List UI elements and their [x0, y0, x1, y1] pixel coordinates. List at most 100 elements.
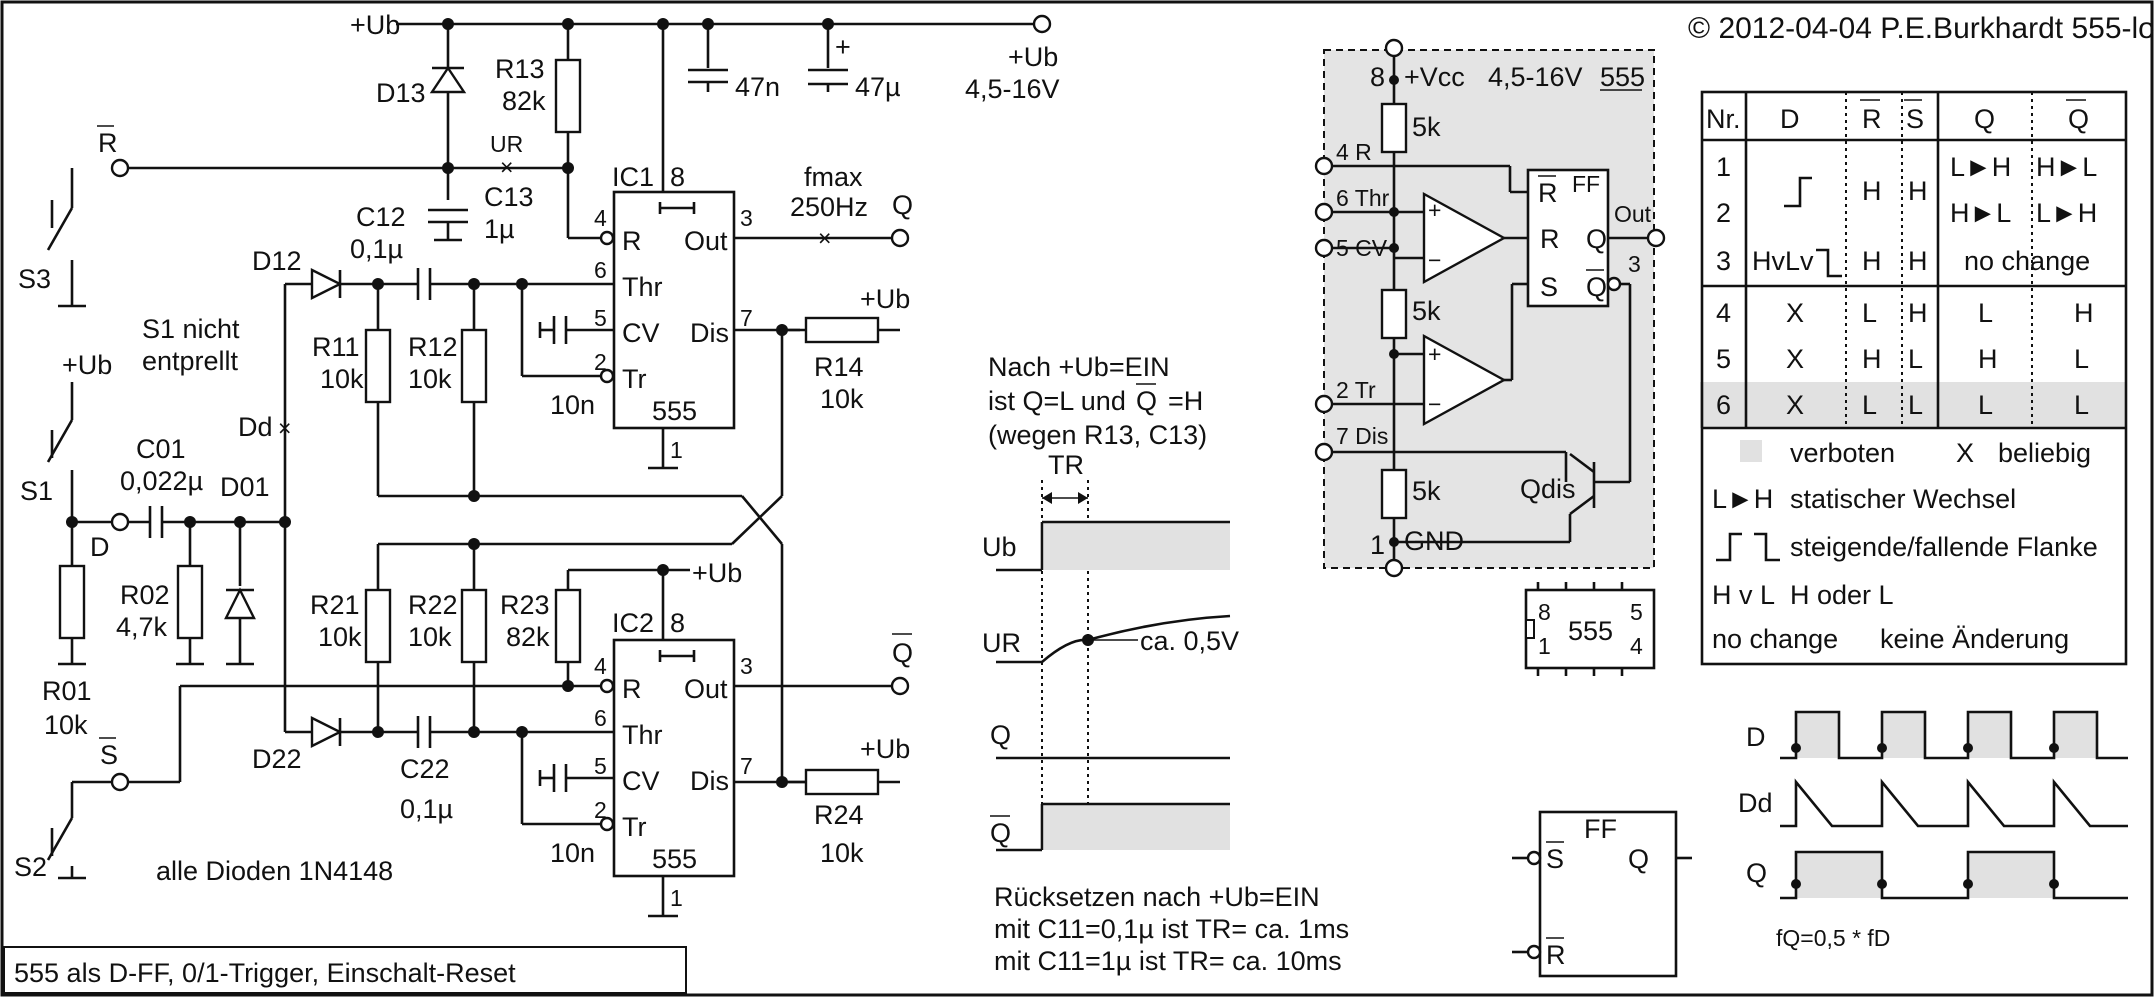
- tt-r2-q: H►L: [1950, 198, 2011, 228]
- cap-47u-label: 47µ: [855, 72, 901, 102]
- tt-rising-edge: [1784, 176, 1812, 208]
- wave-q-shade: [1968, 852, 2054, 898]
- int-pin8: 8: [1370, 62, 1385, 92]
- s1-note-1: S1 nicht: [142, 314, 240, 344]
- input-network: +Ub S1 D C01 0,022µ D01 R01 10k R02 4,7k: [20, 350, 285, 740]
- q-out-label: Q: [892, 190, 913, 220]
- wave-d-line: [1780, 710, 2128, 760]
- dd-marker: ×: [278, 415, 291, 441]
- ub-range-label: 4,5-16V: [965, 74, 1060, 104]
- ic1-pin5: 5: [594, 305, 607, 331]
- ic2-lbl-thr: Thr: [622, 720, 663, 750]
- ic1-pin3: 3: [740, 205, 753, 231]
- ic2-cv-cap: 10n: [538, 764, 595, 868]
- rbar-label: R: [98, 128, 118, 158]
- timing-ub: Ub: [982, 532, 1017, 562]
- int-pin7: 7 Dis: [1336, 423, 1388, 449]
- pkg-pin1: 1: [1538, 633, 1551, 659]
- int-r5k-2: 5k: [1412, 296, 1441, 326]
- ic2-10n: 10n: [550, 838, 595, 868]
- s2-label: S2: [14, 852, 47, 882]
- tt-r3-r: H: [1862, 246, 1882, 276]
- timing-note-2b: Q: [1136, 386, 1157, 416]
- ff-sym-q: Q: [1628, 844, 1649, 874]
- c12-value: 0,1µ: [350, 234, 403, 264]
- int-pin3: 3: [1628, 251, 1641, 277]
- timing-ur-value: ca. 0,5V: [1140, 626, 1239, 656]
- ff-sym-s: S: [1546, 844, 1564, 874]
- r02-value: 4,7k: [116, 612, 168, 642]
- ic555-package: 8 1 555 5 4: [1524, 582, 1656, 676]
- r21-value: 10k: [318, 622, 362, 652]
- tt-r1-r: H: [1862, 176, 1882, 206]
- tt-r1-q: L►H: [1950, 152, 2011, 182]
- ic1-lbl-r: R: [622, 226, 642, 256]
- timing-note-1: Nach +Ub=EIN: [988, 352, 1170, 382]
- int-comp2-minus: −: [1428, 391, 1441, 417]
- qbar-out-label: Q: [892, 638, 913, 668]
- tt-legend-lh: L►H: [1712, 484, 1773, 514]
- dff-waveforms: D Dd Q fQ=0,5 * fD: [1738, 710, 2128, 951]
- pkg-name: 555: [1568, 616, 1613, 646]
- wave-q-line: [1780, 850, 2128, 900]
- r02-label: R02: [120, 580, 170, 610]
- int-comp2-plus: +: [1428, 341, 1441, 367]
- ic1-type: 555: [652, 396, 697, 426]
- ic2-pin4: 4: [594, 653, 607, 679]
- r21-label: R21: [310, 590, 360, 620]
- ic2-type: 555: [652, 844, 697, 874]
- timing-q: Q: [990, 720, 1011, 750]
- sbar-label: S: [100, 740, 118, 770]
- ic1-pin8: 8: [670, 162, 685, 192]
- tt-legend-rise: [1716, 532, 1742, 562]
- r12-value: 10k: [408, 364, 452, 394]
- ic2-pin1: 1: [670, 885, 683, 911]
- r24-label: R24: [814, 800, 864, 830]
- c22-label: C22: [400, 754, 450, 784]
- ic1-lbl-tr: Tr: [622, 364, 646, 394]
- ic2-pin7: 7: [740, 753, 753, 779]
- tt-r6-nr: 6: [1716, 390, 1731, 420]
- tt-r6-q: L: [1978, 390, 1993, 420]
- tt-legend-lh-text: statischer Wechsel: [1790, 484, 2016, 514]
- c12-label: C12: [356, 202, 406, 232]
- ub-out-label: +Ub: [1008, 42, 1058, 72]
- cap-47u-plus: +: [835, 32, 851, 62]
- cap-47n: 47n: [688, 24, 780, 102]
- ic1-lbl-out: Out: [684, 226, 728, 256]
- wave-dd-line: [1780, 778, 2128, 828]
- ic2-pin8: 8: [670, 608, 685, 638]
- tt-r4-r: L: [1862, 298, 1877, 328]
- int-vcc: +Vcc: [1404, 62, 1465, 92]
- int-comp1-minus: −: [1428, 247, 1441, 273]
- ic1-10n: 10n: [550, 390, 595, 420]
- wave-d-shade: [1796, 712, 1839, 758]
- int-r-in: R: [1540, 224, 1560, 254]
- tt-r5-s: L: [1908, 344, 1923, 374]
- timing-note-2c: =H: [1168, 386, 1203, 416]
- tt-r3-d: HvLv: [1752, 246, 1814, 276]
- ur-label: UR: [490, 131, 523, 157]
- d13-label: D13: [376, 78, 426, 108]
- tt-r6-r: L: [1862, 390, 1877, 420]
- wave-d-label: D: [1746, 722, 1766, 752]
- tt-r2-qb: L►H: [2036, 198, 2097, 228]
- r23-value: 82k: [506, 622, 550, 652]
- tt-legend-fall: [1754, 532, 1780, 562]
- tt-r4-qb: H: [2074, 298, 2094, 328]
- r01-label: R01: [42, 676, 92, 706]
- wave-q-shade: [1796, 852, 1882, 898]
- r14-resistor: +Ub R14 10k: [782, 284, 910, 414]
- ic2-pin3: 3: [740, 653, 753, 679]
- c22-value: 0,1µ: [400, 794, 453, 824]
- ic1-pin4: 4: [594, 205, 607, 231]
- ff-symbol: FF S R Q: [1512, 810, 1692, 978]
- r14-ub: +Ub: [860, 284, 910, 314]
- crossover: [378, 324, 788, 788]
- ic1-pin6: 6: [594, 257, 607, 283]
- truth-table: Nr. D R S Q Q 1 2 3 4 5 6 H H L►H H►L H►…: [1700, 90, 2128, 666]
- s1-note-2: entprellt: [142, 346, 239, 376]
- switch-s2: S S2: [14, 686, 182, 882]
- tt-legend-hvl-text: H oder L: [1790, 580, 1894, 610]
